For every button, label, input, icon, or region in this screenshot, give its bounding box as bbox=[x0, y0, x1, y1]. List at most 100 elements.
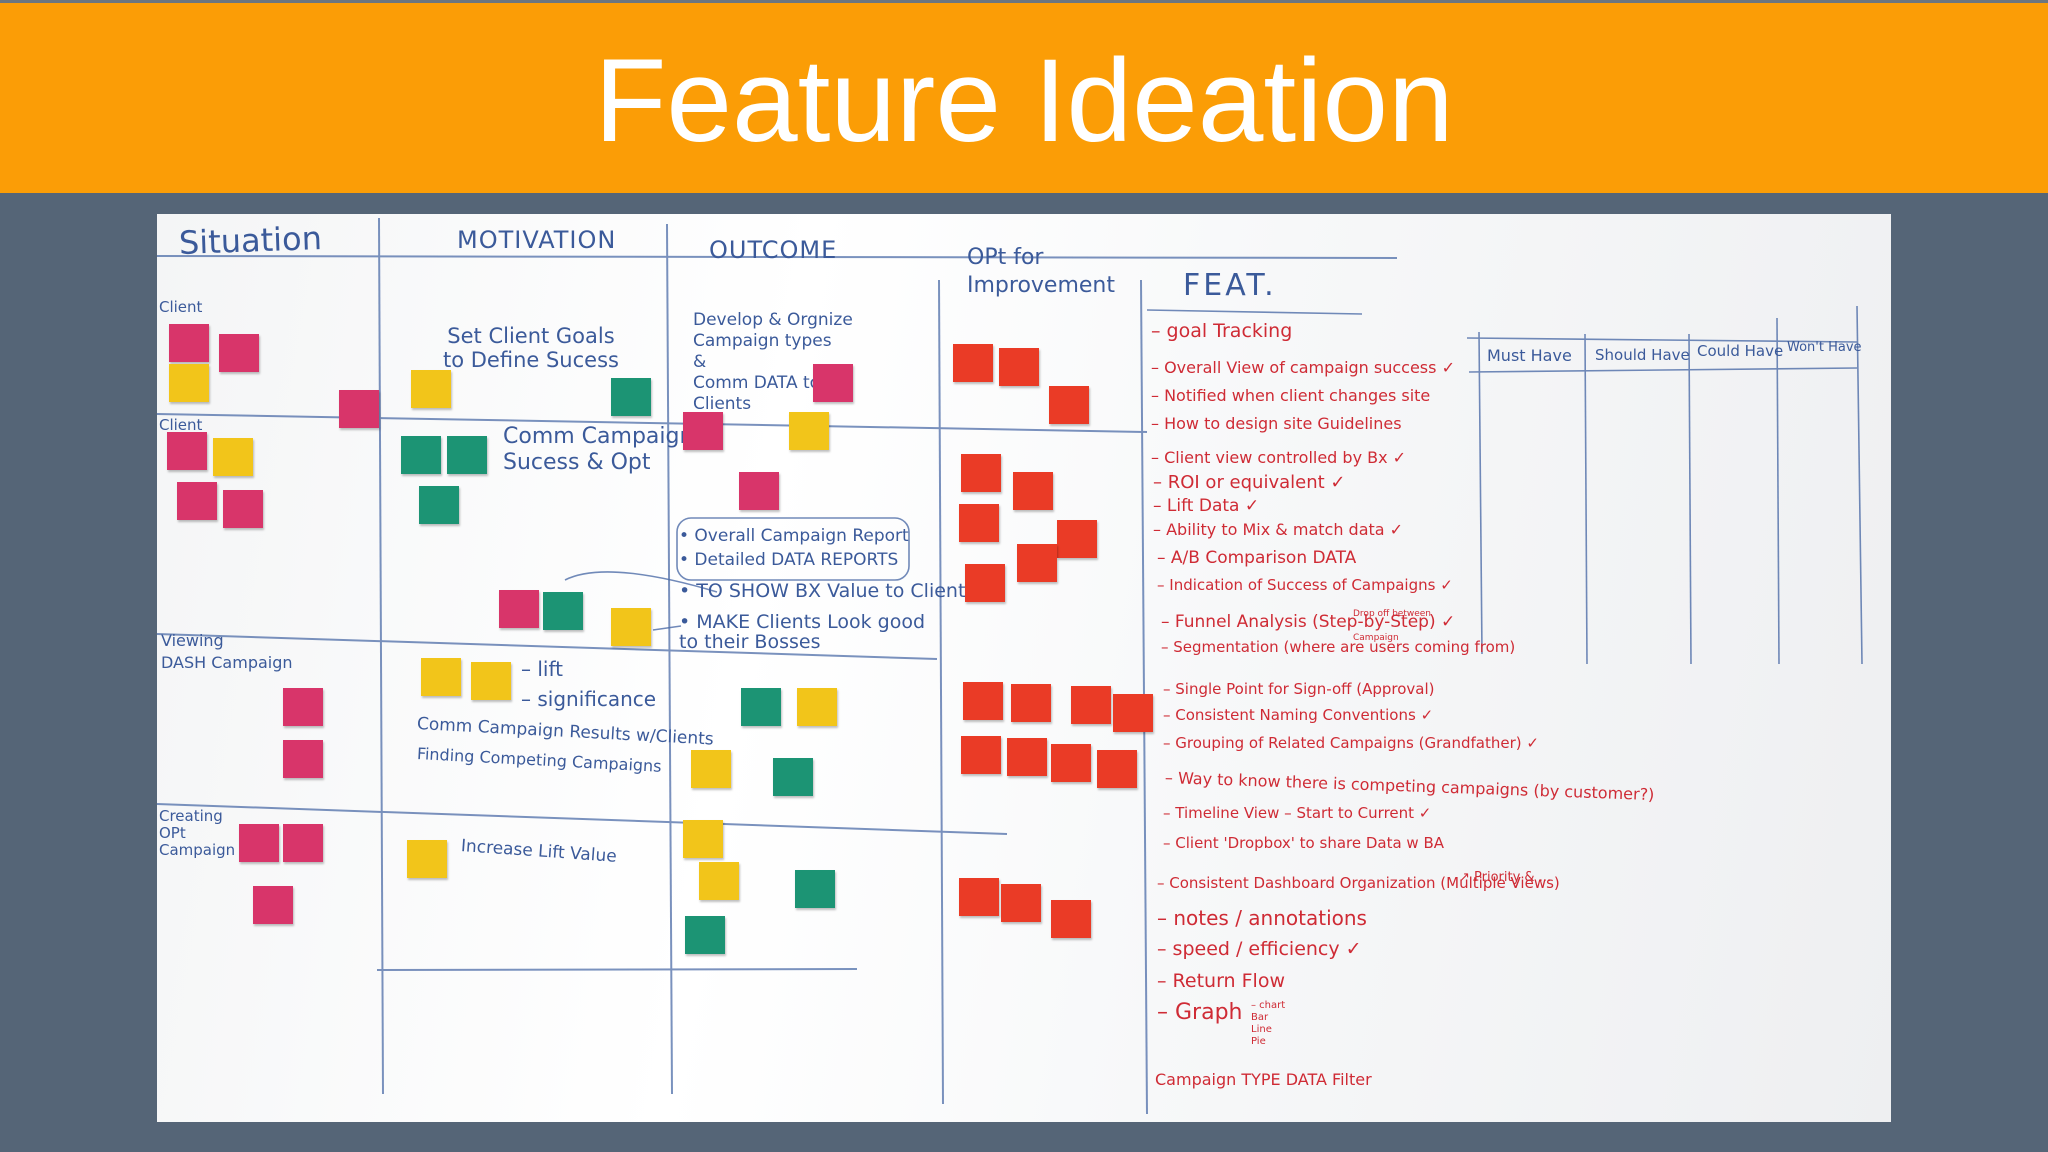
sticky-note bbox=[795, 870, 835, 908]
sticky-note bbox=[1057, 520, 1097, 558]
row-divider-2 bbox=[157, 633, 938, 660]
sticky-note bbox=[339, 390, 379, 428]
sticky-note bbox=[401, 436, 441, 474]
column-header-opt: OPt for Improvement bbox=[967, 245, 1115, 298]
feature-item: – Funnel Analysis (Step-by-Step) ✓ bbox=[1161, 612, 1456, 632]
sticky-note bbox=[283, 688, 323, 726]
sticky-note bbox=[683, 820, 723, 858]
row-divider-1 bbox=[157, 413, 1148, 433]
priority-col-3 bbox=[1688, 333, 1692, 665]
priority-col-1 bbox=[1478, 331, 1483, 655]
sticky-note bbox=[253, 886, 293, 924]
sticky-note bbox=[797, 688, 837, 726]
feature-item: – Overall View of campaign success ✓ bbox=[1151, 358, 1455, 377]
divider-situation bbox=[378, 217, 384, 1095]
sticky-note bbox=[499, 590, 539, 628]
sticky-note bbox=[419, 486, 459, 524]
sticky-note bbox=[1049, 386, 1089, 424]
sticky-note bbox=[1001, 884, 1041, 922]
feature-item: – Consistent Naming Conventions ✓ bbox=[1163, 706, 1434, 724]
sticky-note bbox=[773, 758, 813, 796]
feature-item: – Single Point for Sign-off (Approval) bbox=[1163, 680, 1435, 698]
arrow-to-note bbox=[652, 625, 682, 631]
sticky-note bbox=[447, 436, 487, 474]
sticky-note bbox=[411, 370, 451, 408]
sticky-note bbox=[213, 438, 253, 476]
sticky-note bbox=[961, 736, 1001, 774]
row-divider-4 bbox=[376, 968, 858, 971]
sticky-note bbox=[219, 334, 259, 372]
motivation-note-1: Set Client Goals to Define Sucess bbox=[443, 324, 619, 372]
feature-item: – ROI or equivalent ✓ bbox=[1153, 472, 1346, 493]
column-header-situation: Situation bbox=[178, 219, 323, 262]
feature-aside-priority: ↗ Priority & ... bbox=[1459, 870, 1552, 885]
sticky-note bbox=[223, 490, 263, 528]
sticky-note bbox=[169, 364, 209, 402]
sticky-note bbox=[283, 824, 323, 862]
divider-motivation bbox=[666, 223, 673, 1095]
feature-item: – Grouping of Related Campaigns (Grandfa… bbox=[1163, 734, 1539, 752]
sticky-note bbox=[1051, 744, 1091, 782]
sticky-note bbox=[543, 592, 583, 630]
sticky-note bbox=[699, 862, 739, 900]
situation-row-1: Client bbox=[159, 298, 203, 316]
sticky-note bbox=[407, 840, 447, 878]
priority-header-could: Could Have bbox=[1697, 342, 1784, 360]
sticky-note bbox=[813, 364, 853, 402]
sticky-note bbox=[471, 662, 511, 700]
sticky-note bbox=[1013, 472, 1053, 510]
priority-header-wont: Won't Have bbox=[1787, 340, 1862, 355]
situation-row-2: Client bbox=[159, 416, 203, 434]
priority-col-4 bbox=[1776, 317, 1780, 665]
feat-underline bbox=[1146, 309, 1363, 315]
situation-row-4: Creating OPt Campaign bbox=[159, 807, 236, 859]
feature-item: – Notified when client changes site bbox=[1151, 386, 1431, 405]
sticky-note bbox=[961, 454, 1001, 492]
motivation-note-2: Comm Campaign Sucess & Opt bbox=[503, 424, 694, 475]
feature-item: Campaign TYPE DATA Filter bbox=[1155, 1070, 1372, 1089]
feature-item: – Client view controlled by Bx ✓ bbox=[1151, 448, 1407, 467]
priority-header-should: Should Have bbox=[1595, 346, 1690, 364]
feature-aside-funnel: Drop off between Campaign bbox=[1353, 609, 1431, 643]
sticky-note bbox=[965, 564, 1005, 602]
whiteboard-photo: Situation MOTIVATION OUTCOME OPt for Imp… bbox=[157, 214, 1891, 1122]
sticky-note bbox=[685, 916, 725, 954]
sticky-note bbox=[1097, 750, 1137, 788]
header-underline bbox=[157, 255, 1398, 259]
sticky-note bbox=[741, 688, 781, 726]
column-header-feat: FEAT. bbox=[1183, 268, 1277, 303]
priority-table-top bbox=[1466, 337, 1858, 343]
sticky-note bbox=[1113, 694, 1153, 732]
outcome-note-4: • MAKE Clients Look good to their Bosses bbox=[679, 611, 925, 653]
feature-item: – goal Tracking bbox=[1151, 320, 1293, 342]
row-divider-3 bbox=[157, 803, 1008, 835]
outcome-report-box bbox=[676, 517, 910, 581]
feature-item: – Indication of Success of Campaigns ✓ bbox=[1157, 576, 1453, 594]
sticky-note bbox=[177, 482, 217, 520]
sticky-note bbox=[789, 412, 829, 450]
feature-item: – Ability to Mix & match data ✓ bbox=[1153, 520, 1404, 539]
feature-item: – A/B Comparison DATA bbox=[1157, 548, 1357, 568]
outcome-note-1: Develop & Orgnize Campaign types & Comm … bbox=[693, 310, 853, 414]
outcome-note-2: • Overall Campaign Report • Detailed DAT… bbox=[679, 526, 909, 570]
sticky-note bbox=[999, 348, 1039, 386]
column-header-motivation: MOTIVATION bbox=[457, 226, 617, 254]
feature-item: – notes / annotations bbox=[1157, 906, 1367, 930]
sticky-note bbox=[1071, 686, 1111, 724]
column-header-outcome: OUTCOME bbox=[709, 236, 838, 264]
feature-item: – Segmentation (where are users coming f… bbox=[1161, 638, 1516, 656]
arrow-to-motivation bbox=[564, 571, 718, 593]
sticky-note bbox=[611, 378, 651, 416]
situation-row-3: Viewing DASH Campaign bbox=[161, 631, 293, 672]
feature-item: – Timeline View – Start to Current ✓ bbox=[1163, 804, 1432, 822]
sticky-note bbox=[167, 432, 207, 470]
outcome-note-3: • TO SHOW BX Value to Client bbox=[679, 580, 966, 602]
priority-table-header-line bbox=[1468, 367, 1858, 373]
priority-col-5 bbox=[1856, 305, 1863, 665]
sticky-note bbox=[739, 472, 779, 510]
sticky-note bbox=[953, 344, 993, 382]
sticky-note bbox=[169, 324, 209, 362]
sticky-note bbox=[963, 682, 1003, 720]
sticky-note bbox=[691, 750, 731, 788]
feature-item: – Return Flow bbox=[1157, 970, 1285, 992]
